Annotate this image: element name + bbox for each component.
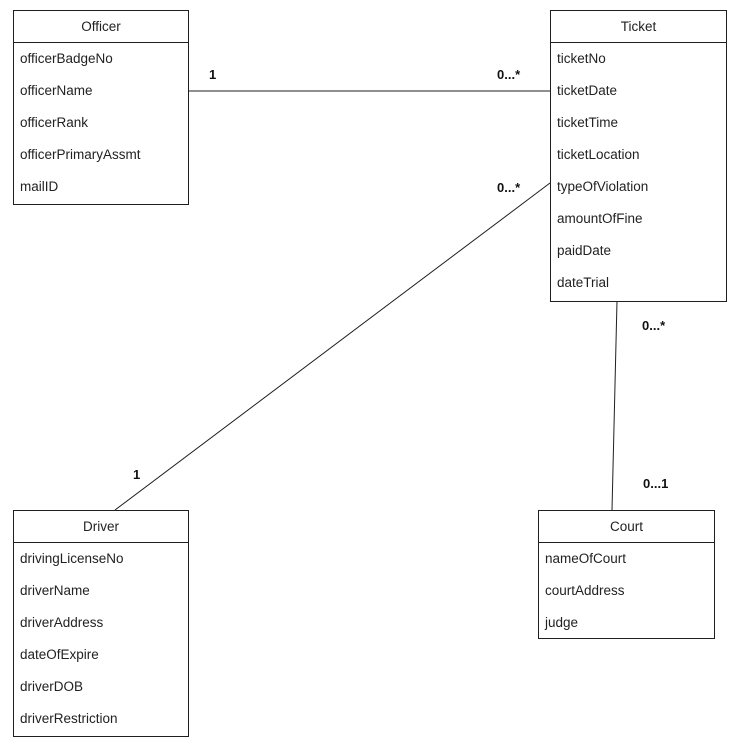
ticket-attribute: dateTrial xyxy=(557,275,610,290)
driver-attribute: driverName xyxy=(20,583,90,598)
officer-title: Officer xyxy=(14,11,188,43)
officer-attribute: officerRank xyxy=(20,115,89,130)
court-attribute: courtAddress xyxy=(545,583,625,598)
ticket-attribute: ticketTime xyxy=(557,115,619,130)
driver-attribute: driverAddress xyxy=(20,615,104,630)
officer-attribute: officerBadgeNo xyxy=(20,51,113,66)
ticket-court-line xyxy=(611,300,618,511)
ticket-attribute: ticketDate xyxy=(557,83,618,98)
officer-attribute: mailID xyxy=(20,179,59,194)
driver-attribute: dateOfExpire xyxy=(20,647,99,662)
ticket-court-ticket-multiplicity: 0...* xyxy=(642,318,666,333)
ticket-title: Ticket xyxy=(551,11,726,43)
driver-attribute: driverDOB xyxy=(20,679,84,694)
officer-entity: Officer officerBadgeNo officerName offic… xyxy=(13,10,189,205)
court-attribute: judge xyxy=(545,615,579,630)
officer-ticket-officer-multiplicity: 1 xyxy=(209,67,217,82)
ticket-attribute: amountOfFine xyxy=(557,211,643,226)
ticket-attribute: typeOfViolation xyxy=(557,179,649,194)
officer-attribute: officerPrimaryAssmt xyxy=(20,147,141,162)
ticket-attribute: paidDate xyxy=(557,243,612,258)
driver-ticket-line xyxy=(114,182,551,511)
driver-entity: Driver drivingLicenseNo driverName drive… xyxy=(13,510,189,737)
officer-attribute: officerName xyxy=(20,83,93,98)
ticket-entity: Ticket ticketNo ticketDate ticketTime ti… xyxy=(550,10,727,302)
ticket-attribute: ticketNo xyxy=(557,51,606,66)
ticket-court-court-multiplicity: 0...1 xyxy=(643,476,669,491)
driver-attribute: driverRestriction xyxy=(20,711,118,726)
officer-ticket-ticket-multiplicity: 0...* xyxy=(497,67,521,82)
court-attribute: nameOfCourt xyxy=(545,551,627,566)
driver-attribute: drivingLicenseNo xyxy=(20,551,124,566)
driver-title: Driver xyxy=(14,511,188,543)
ticket-attribute: ticketLocation xyxy=(557,147,640,162)
driver-ticket-ticket-multiplicity: 0...* xyxy=(497,180,521,195)
court-title: Court xyxy=(539,511,714,543)
court-entity: Court nameOfCourt courtAddress judge xyxy=(538,510,715,639)
driver-ticket-driver-multiplicity: 1 xyxy=(133,467,141,482)
